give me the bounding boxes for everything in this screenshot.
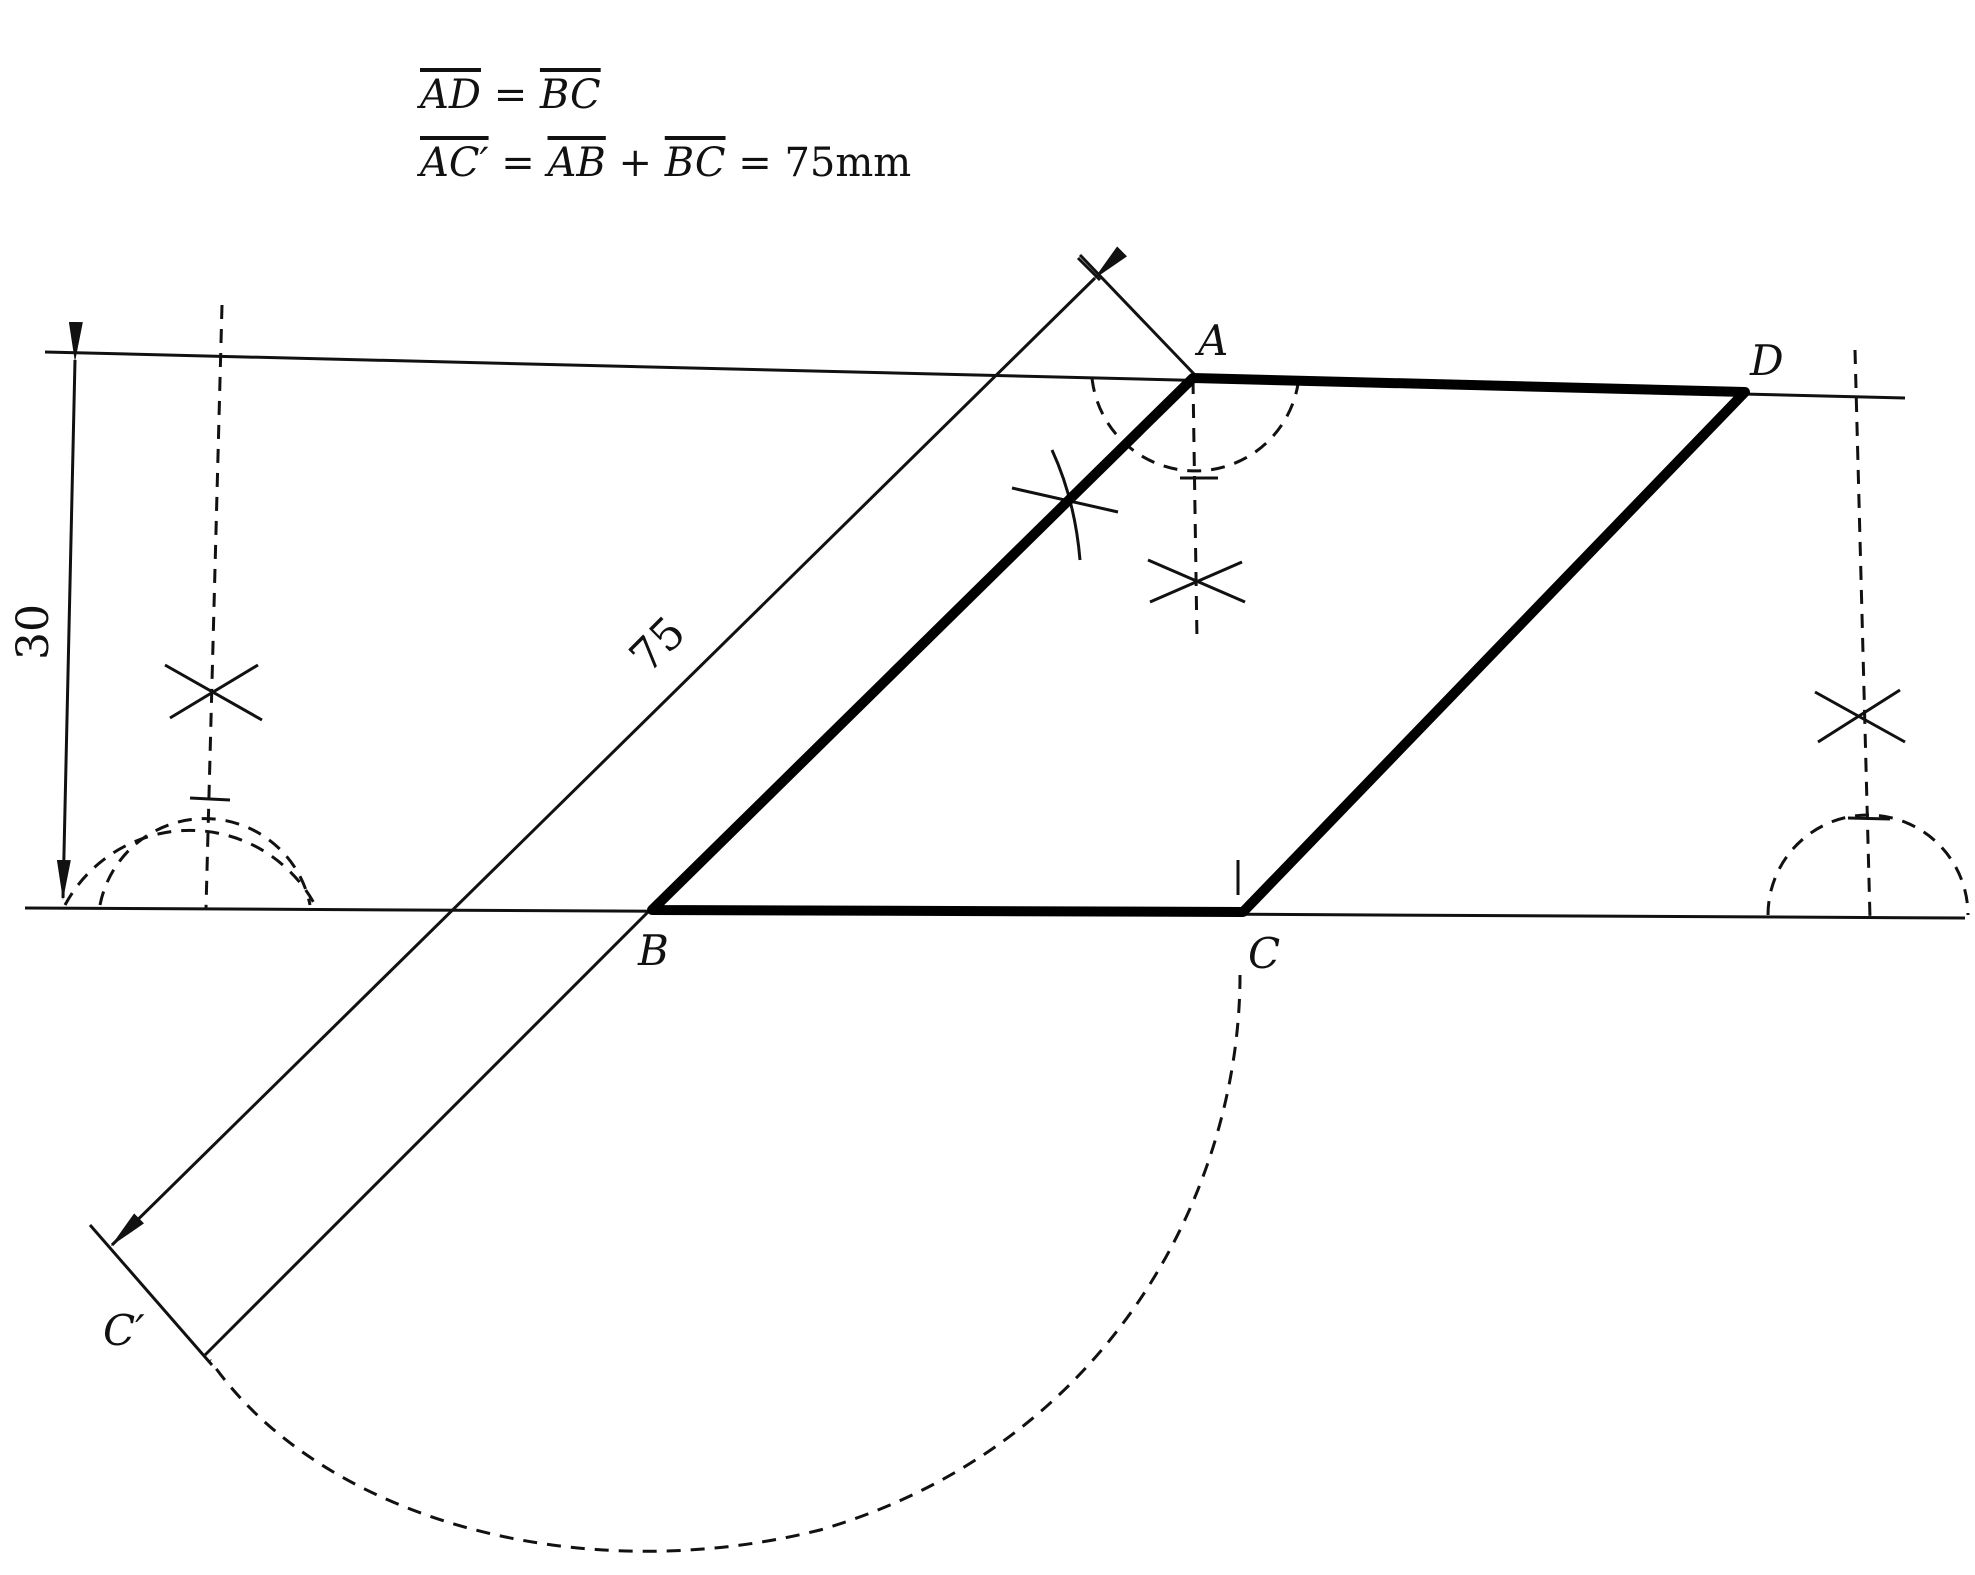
right-tick [1847, 816, 1891, 821]
formula-line-1: AD = BC [420, 72, 601, 118]
length-value: 75mm [784, 140, 912, 186]
perpendicular-at-a [1191, 379, 1199, 641]
right-arc-cross-2 [1817, 688, 1901, 744]
transfer-arc-c-to-c-prime [208, 974, 1242, 1553]
equals-sign: = [738, 140, 772, 186]
right-perpendicular [1853, 349, 1872, 919]
point-label-a: A [1194, 316, 1228, 365]
diagonal-dimension-line [110, 246, 1127, 1247]
height-dimension-line [56, 321, 83, 900]
segment-ab: AB [547, 140, 606, 186]
point-label-d: D [1749, 336, 1784, 385]
segment-bc: BC [664, 140, 726, 186]
plus-sign: + [618, 140, 653, 186]
right-semicircle [1766, 813, 1970, 916]
formula-line-2: AC′ = AB + BC = 75mm [420, 140, 911, 186]
parallelogram-abcd [647, 373, 1750, 917]
semicircle-at-a [1090, 377, 1300, 473]
segment-ac-prime: AC′ [420, 140, 489, 186]
diagonal-dimension-label: 75 [620, 607, 696, 683]
segment-bc: BC [539, 72, 601, 118]
left-tick [189, 796, 231, 802]
extension-from-a [1078, 253, 1197, 377]
height-dimension-label: 30 [8, 604, 59, 660]
point-label-b: B [637, 926, 669, 975]
equals-sign: = [501, 140, 535, 186]
extension-to-c-prime [88, 1224, 214, 1366]
equals-sign: = [493, 72, 528, 118]
point-label-c-prime: C′ [103, 1306, 145, 1355]
a-cross-2 [1149, 560, 1243, 604]
segment-ad: AD [420, 72, 481, 118]
point-label-c: C [1248, 929, 1280, 978]
end-tick-top [1076, 256, 1102, 282]
line-through-b [203, 908, 652, 1357]
